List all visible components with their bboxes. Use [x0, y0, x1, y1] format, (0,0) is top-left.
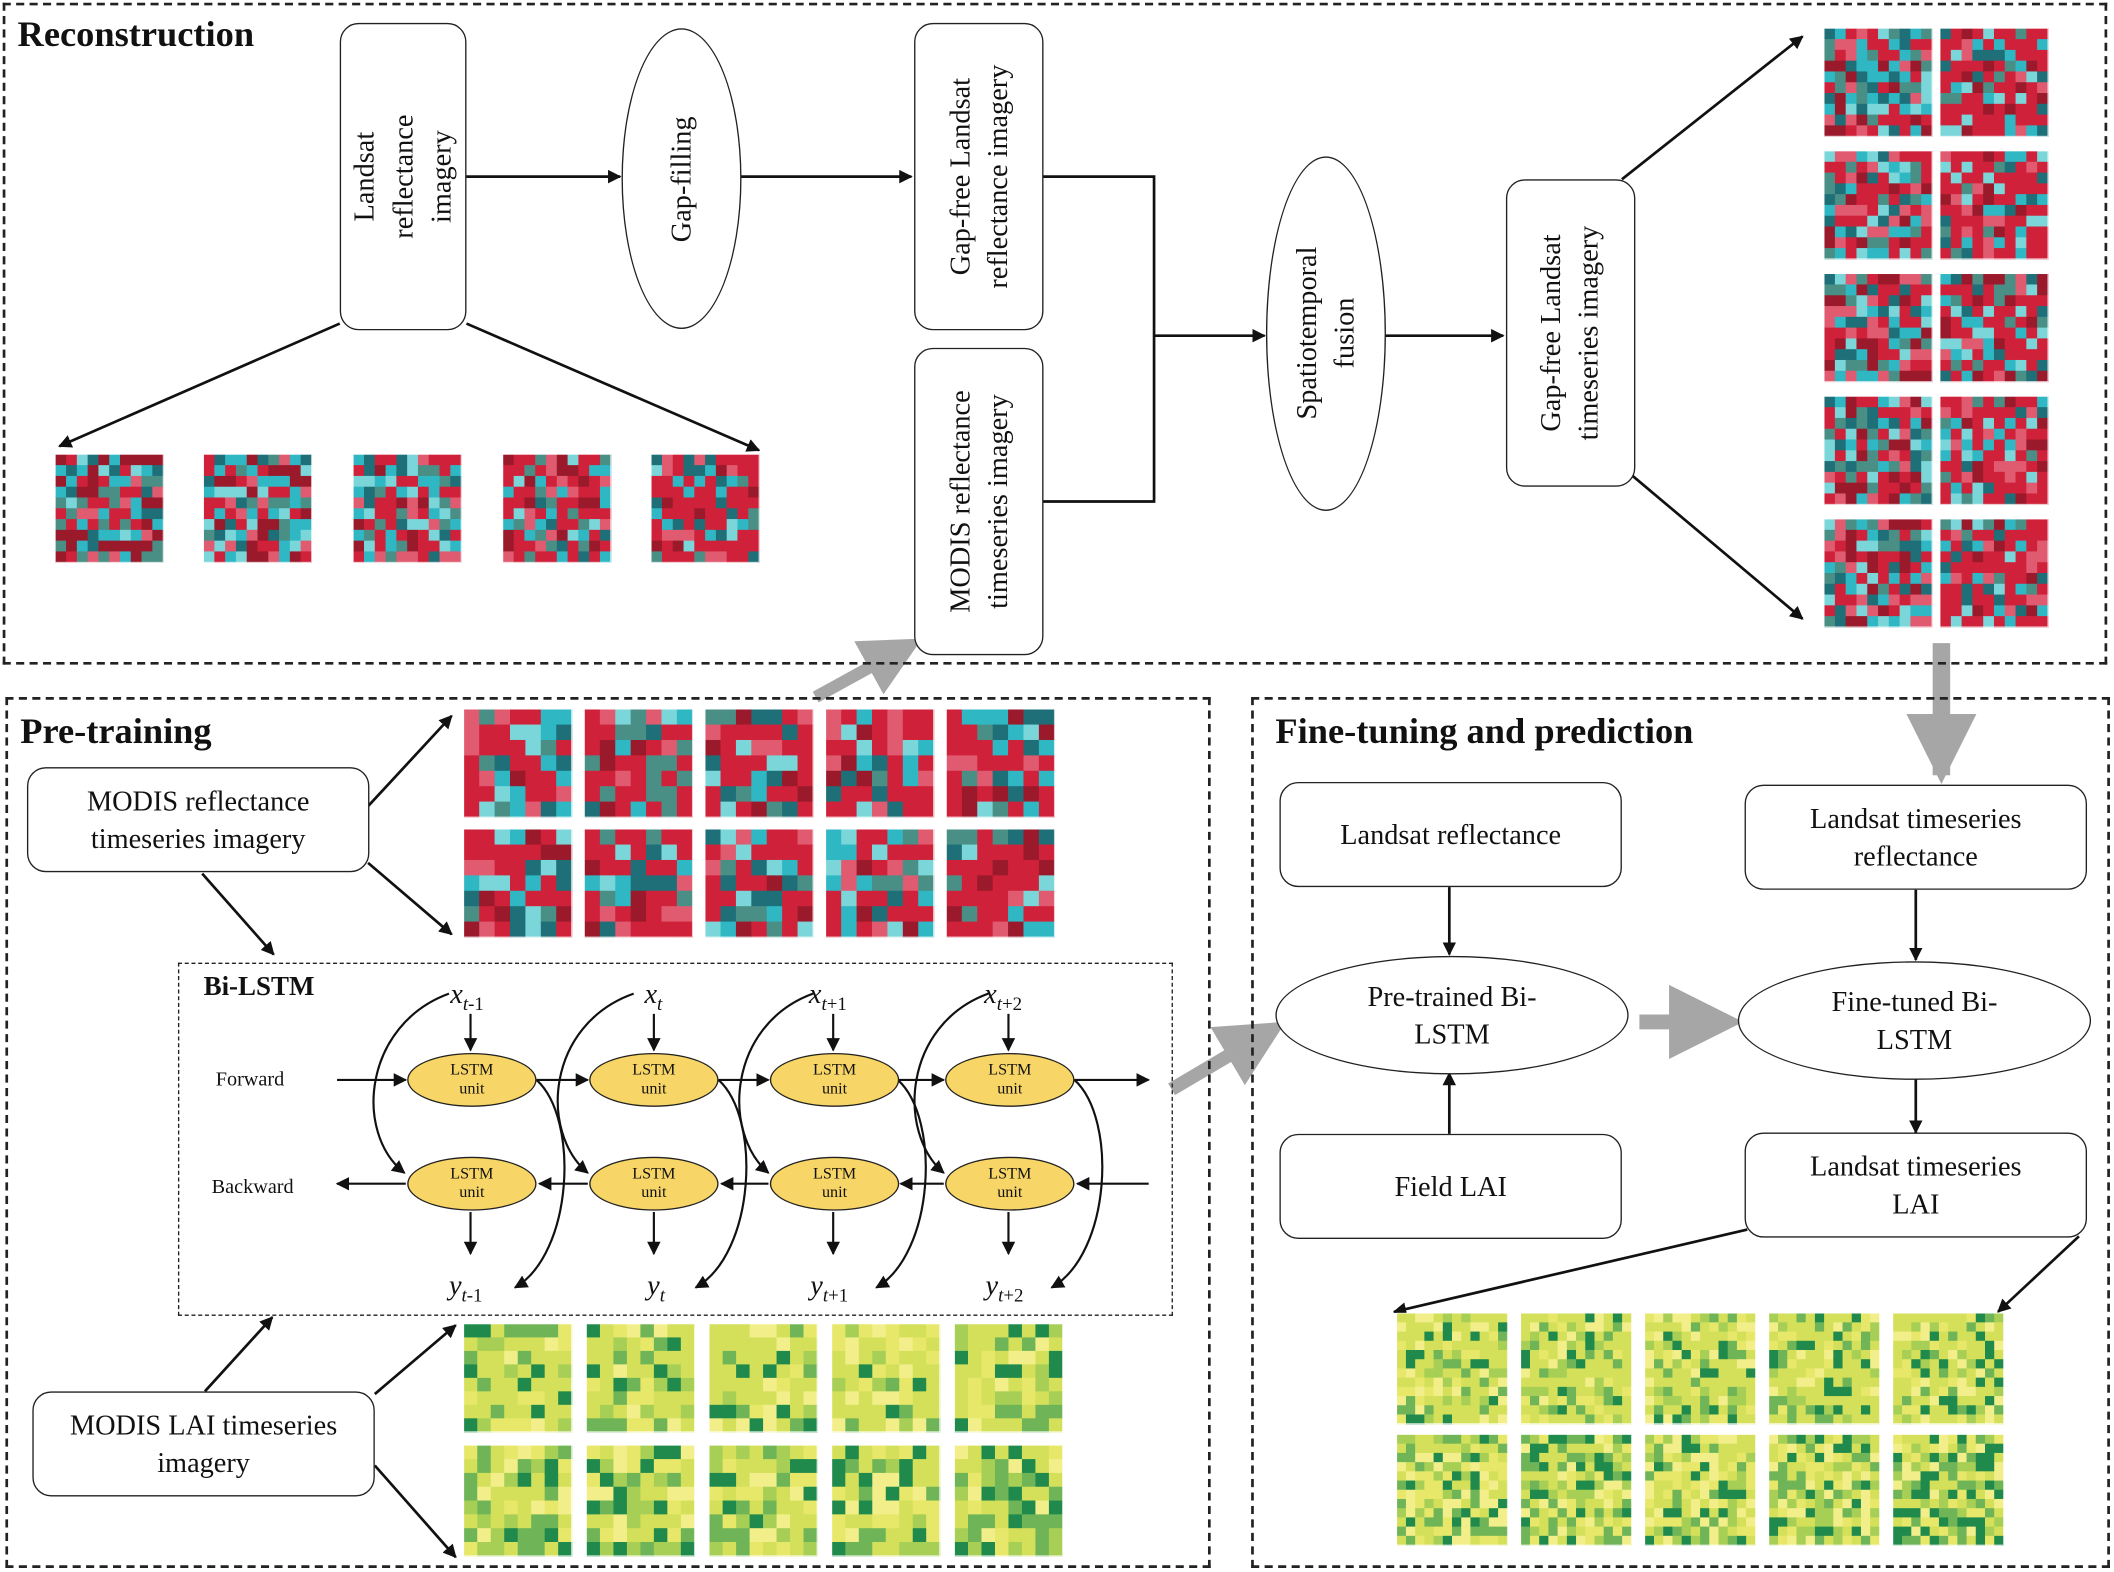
gap-free-scene-tile [1939, 150, 2049, 260]
reconstruction-panel [2, 2, 2108, 665]
modis-reflectance-tile [584, 828, 693, 938]
modis-lai-tile [708, 1323, 818, 1433]
modis-lai-box [32, 1391, 375, 1497]
forward-label: Forward [215, 1069, 285, 1091]
modis-lai-tile [831, 1323, 941, 1433]
gap-free-scene-tile [1939, 27, 2049, 137]
landsat-reflectance-box: Landsat reflectance [1279, 781, 1622, 888]
bilstm-connectors [335, 992, 1151, 1289]
gap-free-scene-tile [1939, 396, 2049, 505]
gap-filling-node [621, 28, 742, 329]
landsat-reflectance-imagery-box [339, 22, 467, 331]
modis-reflectance-tile [704, 828, 814, 938]
modis-reflectance-tile [946, 708, 1055, 818]
gap-free-timeseries-box [1505, 179, 1636, 487]
finetuned-bilstm-node: Fine-tuned Bi-LSTM [1737, 961, 2092, 1080]
landsat-timeseries-reflectance-box: Landsat timeseries reflectance [1744, 784, 2088, 890]
landsat-lai-tile [1768, 1434, 1880, 1546]
output-y-t-minus-1: yt-1 [448, 1268, 483, 1307]
modis-lai-tile [954, 1323, 1063, 1433]
input-x-t: xt [644, 977, 663, 1016]
modis-lai-tile [586, 1323, 695, 1433]
landsat-scene-tile [352, 454, 462, 563]
pretrained-bilstm-node: Pre-trained Bi-LSTM [1275, 955, 1629, 1075]
pretraining-connectors [201, 714, 457, 1559]
modis-reflectance-tile [946, 828, 1055, 938]
modis-reflectance-tile [825, 828, 935, 938]
output-y-t: yt [647, 1268, 665, 1307]
gap-free-scene-tile [1823, 518, 1933, 628]
modis-reflectance-tile [825, 708, 935, 818]
gap-free-scene-tile [1823, 27, 1933, 137]
gap-free-scene-tile [1939, 518, 2049, 628]
landsat-lai-tile [1892, 1312, 2004, 1425]
backward-label: Backward [211, 1176, 294, 1199]
modis-reflectance-tile [463, 708, 573, 818]
gap-free-scene-tile [1939, 273, 2049, 383]
modis-lai-tile [586, 1444, 695, 1557]
gap-free-scene-tile [1823, 396, 1933, 505]
output-y-t-plus-1: yt+1 [810, 1268, 849, 1307]
landsat-timeseries-lai-box: Landsat timeseries LAI [1744, 1132, 2088, 1238]
landsat-lai-tile [1396, 1434, 1508, 1546]
modis-lai-tile [463, 1444, 573, 1557]
modis-reflectance-label: MODIS reflectance timeseries imagery [86, 784, 310, 855]
modis-lai-tile [708, 1444, 818, 1557]
finetuning-connectors [1392, 887, 2080, 1316]
landsat-lai-tile [1892, 1434, 2004, 1546]
output-y-t-plus-2: yt+2 [985, 1268, 1024, 1307]
gap-free-landsat-box [914, 22, 1044, 331]
landsat-lai-tile [1396, 1312, 1508, 1425]
landsat-lai-tile [1520, 1312, 1632, 1425]
modis-reflectance-tile [584, 708, 693, 818]
bilstm-title: Bi-LSTM [203, 972, 315, 1002]
landsat-lai-tile [1644, 1434, 1756, 1546]
landsat-lai-tile [1644, 1312, 1756, 1425]
landsat-lai-tile [1768, 1312, 1880, 1425]
modis-lai-tile [831, 1444, 941, 1557]
landsat-scene-tile [650, 454, 760, 563]
gap-free-scene-tile [1823, 150, 1933, 260]
modis-lai-label: MODIS LAI timeseries imagery [69, 1408, 338, 1479]
landsat-scene-tile [502, 454, 612, 563]
input-x-t-plus-1: xt+1 [808, 977, 847, 1016]
finetuning-panel [1251, 697, 2110, 1568]
landsat-lai-tile [1520, 1434, 1632, 1546]
modis-reflectance-tile [463, 828, 573, 938]
reconstruction-title: Reconstruction [17, 13, 255, 54]
bilstm-region [177, 962, 1173, 1316]
modis-reflectance-timeseries-box [914, 347, 1044, 656]
gap-free-scene-tile [1823, 273, 1933, 383]
finetuning-title: Fine-tuning and prediction [1275, 710, 1694, 751]
modis-reflectance-box [26, 767, 370, 873]
field-lai-box: Field LAI [1279, 1133, 1622, 1239]
modis-reflectance-tile [704, 708, 814, 818]
thick-flow-arrows [812, 638, 1977, 1096]
input-x-t-minus-1: xt-1 [450, 977, 484, 1016]
pretraining-title: Pre-training [20, 710, 212, 751]
modis-lai-tile [463, 1323, 573, 1433]
pretraining-panel [5, 697, 1211, 1568]
modis-lai-tile [954, 1444, 1063, 1557]
reconstruction-connectors [58, 35, 1804, 620]
landsat-scene-tile [54, 454, 164, 563]
spatiotemporal-fusion-node [1265, 156, 1386, 511]
input-x-t-plus-2: xt+2 [984, 977, 1023, 1016]
landsat-scene-tile [203, 454, 312, 563]
